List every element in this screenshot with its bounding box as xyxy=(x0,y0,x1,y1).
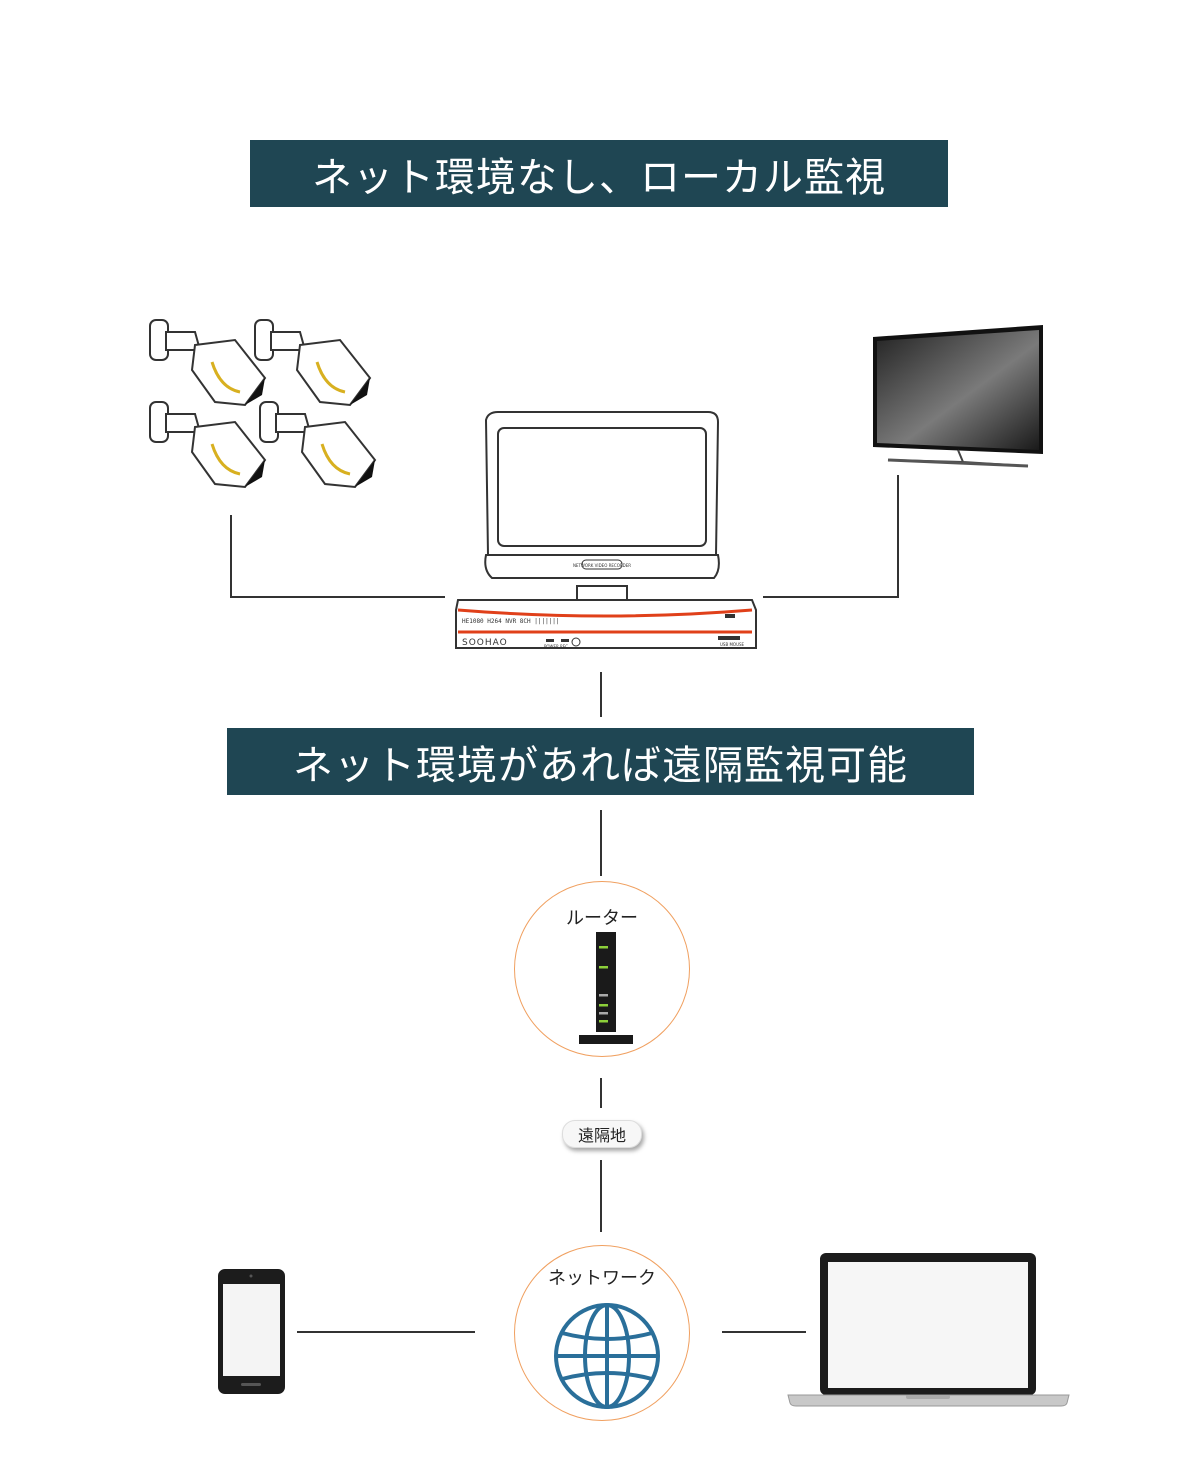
camera-icon xyxy=(259,401,377,489)
tv-connector-vertical xyxy=(897,475,899,598)
nvr-rec-label: REC xyxy=(560,644,568,649)
remote-to-network-connector xyxy=(600,1160,602,1232)
nvr-usb-label: USB MOUSE xyxy=(720,642,745,647)
camera-icon xyxy=(149,319,267,407)
phone-connector xyxy=(297,1331,475,1333)
smartphone-icon xyxy=(218,1269,285,1394)
globe-icon xyxy=(554,1303,660,1409)
tv-connector-horizontal xyxy=(763,596,899,598)
local-monitoring-banner: ネット環境なし、ローカル監視 xyxy=(250,140,948,207)
camera-connector-vertical xyxy=(230,515,232,598)
network-node: ネットワーク xyxy=(514,1245,690,1421)
router-node: ルーター xyxy=(514,881,690,1057)
camera-icon xyxy=(254,319,372,407)
remote-monitoring-banner: ネット環境があれば遠隔監視可能 xyxy=(227,728,974,795)
network-label: ネットワーク xyxy=(548,1268,656,1289)
security-cameras xyxy=(149,319,377,489)
banner-to-router-connector xyxy=(600,810,602,876)
nvr-to-banner-connector xyxy=(600,672,602,717)
router-to-remote-connector xyxy=(600,1078,602,1108)
camera-icon xyxy=(149,401,267,489)
router-label: ルーター xyxy=(566,908,638,929)
laptop-connector xyxy=(722,1331,806,1333)
laptop-icon xyxy=(787,1253,1070,1407)
svg-text:HE1080 H264 NVR 8CH |||||||: HE1080 H264 NVR 8CH ||||||| xyxy=(462,618,560,625)
nvr-power-label: POWER xyxy=(544,644,559,649)
remote-location-badge: 遠隔地 xyxy=(562,1120,642,1148)
nvr-model-text: NETWORK VIDEO RECORDER xyxy=(573,563,631,568)
camera-connector-horizontal xyxy=(230,596,445,598)
nvr-brand: SOOHAO xyxy=(462,638,508,648)
tv-monitor-icon xyxy=(873,325,1043,468)
nvr-recorder: NETWORK VIDEO RECORDER HE1080 H264 NVR 8… xyxy=(455,411,757,649)
router-icon xyxy=(579,932,633,1044)
